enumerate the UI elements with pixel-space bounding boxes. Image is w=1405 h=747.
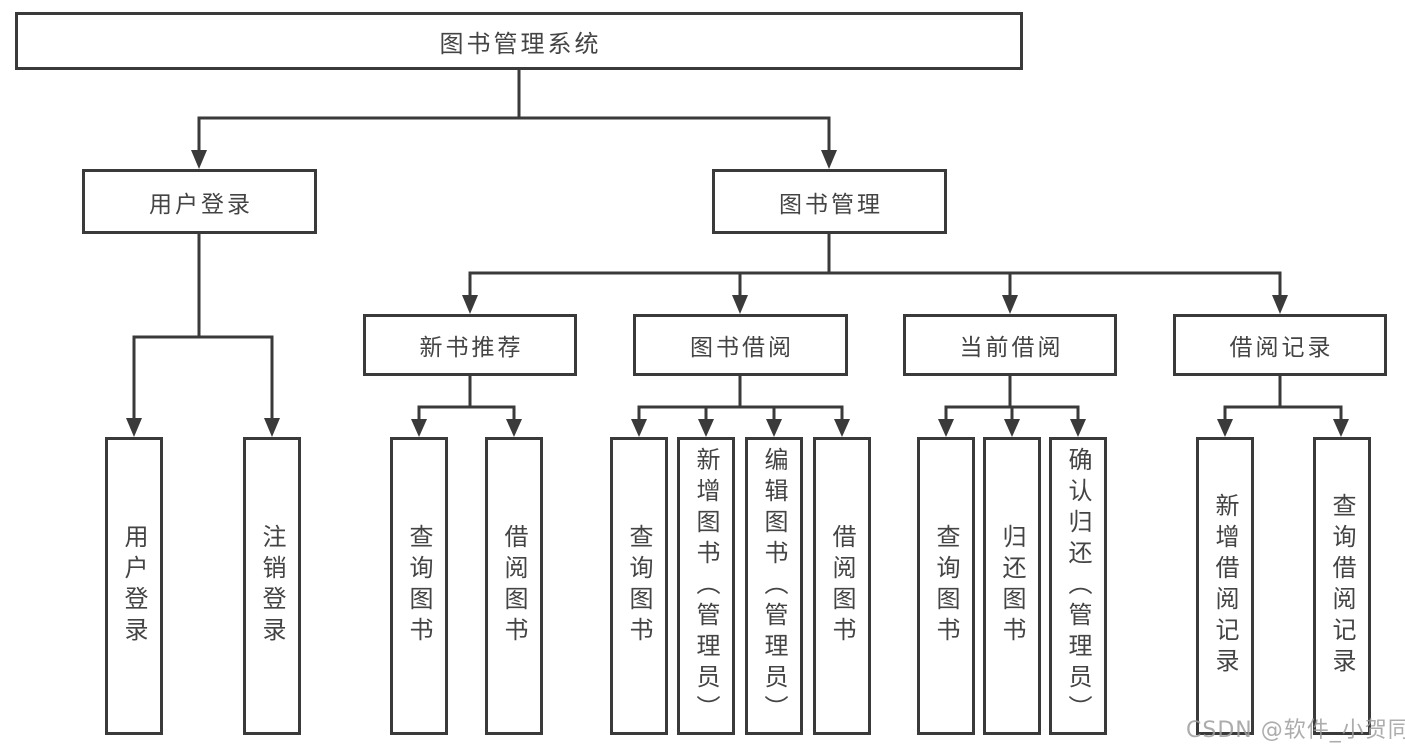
leaf-cb-return-books: 归还图书 bbox=[983, 437, 1041, 735]
leaf-bb-edit-book-admin: 编辑图书（管理员） bbox=[745, 437, 803, 735]
leaf-cb-confirm-return-admin-label: 确认归还（管理员） bbox=[1064, 446, 1092, 726]
leaf-logout-label: 注销登录 bbox=[258, 524, 286, 648]
leaf-user-login-label: 用户登录 bbox=[120, 524, 148, 648]
connector-book-borrow-children bbox=[631, 376, 850, 437]
leaf-cb-return-books-label: 归还图书 bbox=[998, 524, 1026, 648]
leaf-cb-confirm-return-admin: 确认归还（管理员） bbox=[1049, 437, 1107, 735]
connector-book-management-to-level3 bbox=[462, 234, 1288, 314]
node-book-borrowing: 图书借阅 bbox=[633, 314, 848, 376]
leaf-bb-borrow-books: 借阅图书 bbox=[813, 437, 871, 735]
leaf-nb-borrow-books: 借阅图书 bbox=[485, 437, 543, 735]
leaf-bb-query-books-label: 查询图书 bbox=[625, 524, 653, 648]
leaf-nb-borrow-books-label: 借阅图书 bbox=[500, 524, 528, 648]
leaf-bb-borrow-books-label: 借阅图书 bbox=[828, 524, 856, 648]
leaf-bb-add-book-admin: 新增图书（管理员） bbox=[677, 437, 735, 735]
watermark: CSDN @软件_小贺同学 bbox=[1186, 718, 1405, 743]
connector-root-to-level2 bbox=[191, 70, 837, 169]
leaf-logout: 注销登录 bbox=[243, 437, 301, 735]
leaf-nb-query-books: 查询图书 bbox=[390, 437, 448, 735]
leaf-nb-query-books-label: 查询图书 bbox=[405, 524, 433, 648]
leaf-cb-query-books: 查询图书 bbox=[917, 437, 975, 735]
node-root: 图书管理系统 bbox=[15, 12, 1023, 70]
connector-current-borrow-children bbox=[938, 376, 1086, 437]
leaf-br-add-borrow-record: 新增借阅记录 bbox=[1196, 437, 1254, 735]
leaf-bb-add-book-admin-label: 新增图书（管理员） bbox=[692, 446, 720, 726]
leaf-bb-query-books: 查询图书 bbox=[610, 437, 668, 735]
node-current-borrowing: 当前借阅 bbox=[903, 314, 1117, 376]
connector-user-login-to-leaves bbox=[126, 234, 280, 437]
node-borrowing-records: 借阅记录 bbox=[1173, 314, 1387, 376]
leaf-br-add-borrow-record-label: 新增借阅记录 bbox=[1211, 493, 1239, 679]
leaf-br-query-borrow-record: 查询借阅记录 bbox=[1313, 437, 1371, 735]
node-book-management: 图书管理 bbox=[712, 169, 947, 234]
connector-borrow-records-children bbox=[1217, 376, 1349, 437]
leaf-user-login: 用户登录 bbox=[105, 437, 163, 735]
node-new-book-recommendation: 新书推荐 bbox=[363, 314, 577, 376]
leaf-bb-edit-book-admin-label: 编辑图书（管理员） bbox=[760, 446, 788, 726]
node-user-login: 用户登录 bbox=[82, 169, 317, 234]
connector-new-book-children bbox=[411, 376, 522, 437]
leaf-cb-query-books-label: 查询图书 bbox=[932, 524, 960, 648]
leaf-br-query-borrow-record-label: 查询借阅记录 bbox=[1328, 493, 1356, 679]
